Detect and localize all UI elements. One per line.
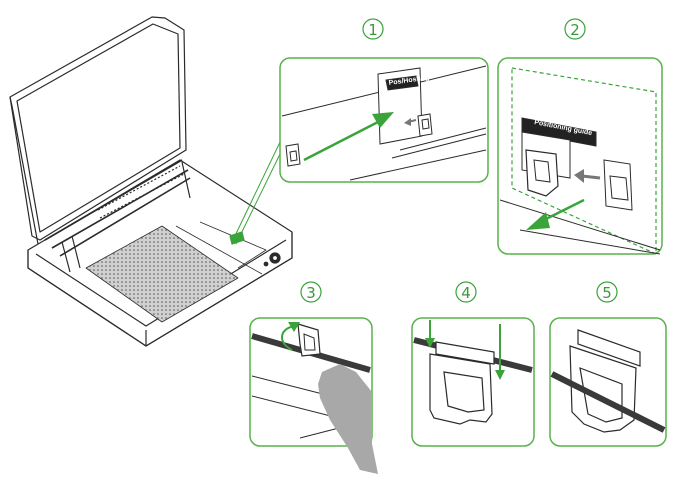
step-number-2: 2 bbox=[564, 18, 586, 40]
callout-lines bbox=[231, 137, 283, 245]
panel-step-5 bbox=[549, 317, 667, 447]
svg-text:2: 2 bbox=[570, 21, 580, 39]
panel-step-4 bbox=[411, 317, 535, 447]
arrow-icon bbox=[526, 198, 585, 230]
step-number-5: 5 bbox=[596, 281, 618, 303]
step-number-4: 4 bbox=[455, 281, 477, 303]
arrow-icon bbox=[303, 112, 394, 162]
svg-text:5: 5 bbox=[602, 284, 612, 302]
svg-text:3: 3 bbox=[306, 284, 316, 302]
honeycomb-bed bbox=[85, 225, 239, 323]
clip-icon bbox=[297, 323, 321, 357]
step-number-3: 3 bbox=[300, 281, 322, 303]
panel-step-3 bbox=[249, 317, 378, 474]
svg-text:1: 1 bbox=[368, 21, 378, 39]
clip-icon bbox=[429, 341, 495, 425]
panel-step-1: Pos/Hosting bbox=[279, 57, 489, 183]
panel-step-2: Positioning guide bbox=[497, 57, 663, 255]
clip-icon bbox=[569, 329, 641, 433]
hand-icon bbox=[318, 364, 378, 474]
laser-engraver-illustration bbox=[9, 16, 293, 347]
step-number-1: 1 bbox=[362, 18, 384, 40]
svg-text:4: 4 bbox=[461, 284, 471, 302]
